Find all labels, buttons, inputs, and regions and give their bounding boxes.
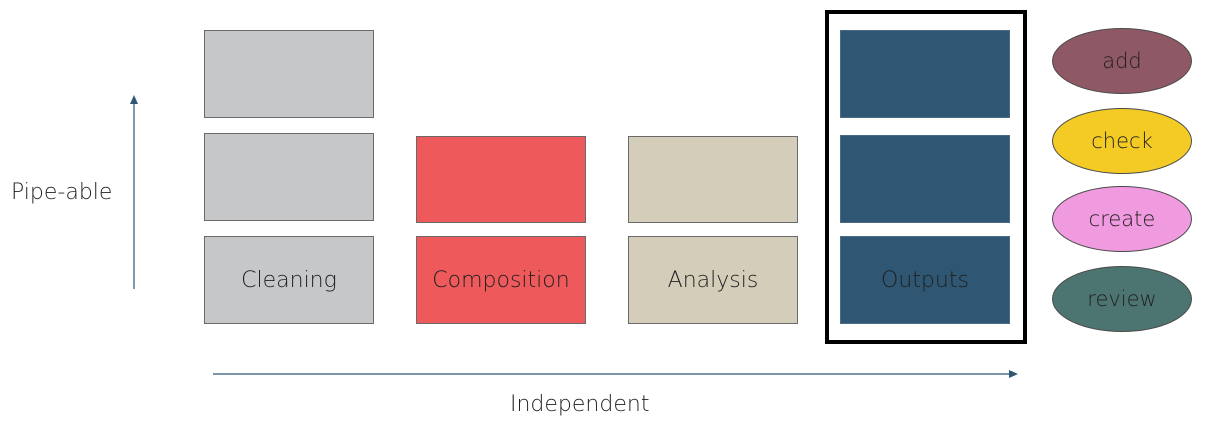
cleaning-box-top [204, 30, 374, 118]
y-axis-label: Pipe-able [11, 180, 113, 205]
composition-box: Composition [416, 236, 586, 324]
composition-box-middle [416, 136, 586, 223]
verb-check-pill: check [1052, 108, 1192, 174]
y-axis-arrowhead [130, 95, 138, 104]
x-axis-arrowhead [1009, 370, 1018, 378]
outputs-highlight-frame [825, 10, 1027, 344]
cleaning-box-middle [204, 133, 374, 221]
outputs-box-middle [840, 135, 1010, 223]
verb-create-pill: create [1052, 186, 1192, 252]
cleaning-box: Cleaning [204, 236, 374, 324]
verb-review-pill: review [1052, 266, 1192, 332]
x-axis-label: Independent [510, 392, 650, 417]
analysis-box-middle [628, 136, 798, 223]
verb-add-pill: add [1052, 28, 1192, 94]
analysis-box: Analysis [628, 236, 798, 324]
outputs-box-top [840, 30, 1010, 118]
outputs-box: Outputs [840, 236, 1010, 324]
